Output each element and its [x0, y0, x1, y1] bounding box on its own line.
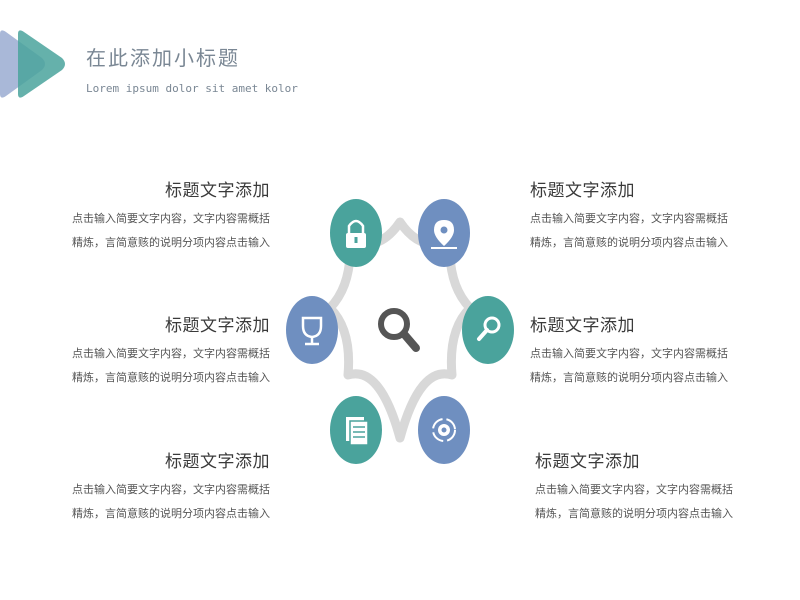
- item-desc-line2: 精炼，言简意赅的说明分项内容点击输入: [72, 507, 270, 520]
- logo-chevrons-icon: [0, 30, 65, 98]
- location-icon: [431, 220, 457, 249]
- node-location: [418, 199, 470, 267]
- item-heading: 标题文字添加: [530, 316, 635, 336]
- item-desc-line2: 精炼，言简意赅的说明分项内容点击输入: [72, 236, 270, 249]
- item-heading: 标题文字添加: [165, 181, 270, 201]
- text-block-left-2: 标题文字添加 点击输入简要文字内容，文字内容需概括 精炼，言简意赅的说明分项内容…: [70, 311, 270, 390]
- node-search: [462, 296, 514, 364]
- node-trophy: [286, 296, 338, 364]
- item-desc-line2: 精炼，言简意赅的说明分项内容点击输入: [530, 236, 728, 249]
- item-description: 点击输入简要文字内容，文字内容需概括 精炼，言简意赅的说明分项内容点击输入: [530, 342, 730, 390]
- item-heading: 标题文字添加: [165, 316, 270, 336]
- node-lock: [330, 199, 382, 267]
- item-description: 点击输入简要文字内容，文字内容需概括 精炼，言简意赅的说明分项内容点击输入: [70, 207, 270, 255]
- item-desc-line2: 精炼，言简意赅的说明分项内容点击输入: [535, 507, 733, 520]
- page-title: 在此添加小标题: [86, 46, 240, 70]
- item-desc-line1: 点击输入简要文字内容，文字内容需概括: [72, 347, 270, 360]
- hub-diagram: [286, 199, 514, 464]
- item-description: 点击输入简要文字内容，文字内容需概括 精炼，言简意赅的说明分项内容点击输入: [70, 478, 270, 526]
- item-desc-line2: 精炼，言简意赅的说明分项内容点击输入: [72, 371, 270, 384]
- item-description: 点击输入简要文字内容，文字内容需概括 精炼，言简意赅的说明分项内容点击输入: [70, 342, 270, 390]
- item-desc-line1: 点击输入简要文字内容，文字内容需概括: [72, 212, 270, 225]
- page-subtitle: Lorem ipsum dolor sit amet kolor: [86, 82, 298, 95]
- item-heading: 标题文字添加: [165, 452, 270, 472]
- trophy-icon: [301, 316, 323, 346]
- search-icon: [477, 316, 501, 341]
- text-block-right-3: 标题文字添加 点击输入简要文字内容，文字内容需概括 精炼，言简意赅的说明分项内容…: [535, 447, 735, 526]
- node-gear-cycle: [418, 396, 470, 464]
- search-icon: [378, 308, 420, 352]
- text-block-right-1: 标题文字添加 点击输入简要文字内容，文字内容需概括 精炼，言简意赅的说明分项内容…: [530, 176, 730, 255]
- node-document: [330, 396, 382, 464]
- item-desc-line1: 点击输入简要文字内容，文字内容需概括: [530, 347, 728, 360]
- item-heading: 标题文字添加: [530, 181, 635, 201]
- lock-icon: [346, 219, 366, 248]
- text-block-left-3: 标题文字添加 点击输入简要文字内容，文字内容需概括 精炼，言简意赅的说明分项内容…: [70, 447, 270, 526]
- text-block-left-1: 标题文字添加 点击输入简要文字内容，文字内容需概括 精炼，言简意赅的说明分项内容…: [70, 176, 270, 255]
- text-block-right-2: 标题文字添加 点击输入简要文字内容，文字内容需概括 精炼，言简意赅的说明分项内容…: [530, 311, 730, 390]
- gear-cycle-icon: [432, 418, 456, 442]
- item-heading: 标题文字添加: [535, 452, 640, 472]
- item-desc-line2: 精炼，言简意赅的说明分项内容点击输入: [530, 371, 728, 384]
- item-description: 点击输入简要文字内容，文字内容需概括 精炼，言简意赅的说明分项内容点击输入: [530, 207, 730, 255]
- item-desc-line1: 点击输入简要文字内容，文字内容需概括: [72, 483, 270, 496]
- item-description: 点击输入简要文字内容，文字内容需概括 精炼，言简意赅的说明分项内容点击输入: [535, 478, 735, 526]
- document-icon: [346, 417, 369, 446]
- item-desc-line1: 点击输入简要文字内容，文字内容需概括: [535, 483, 733, 496]
- item-desc-line1: 点击输入简要文字内容，文字内容需概括: [530, 212, 728, 225]
